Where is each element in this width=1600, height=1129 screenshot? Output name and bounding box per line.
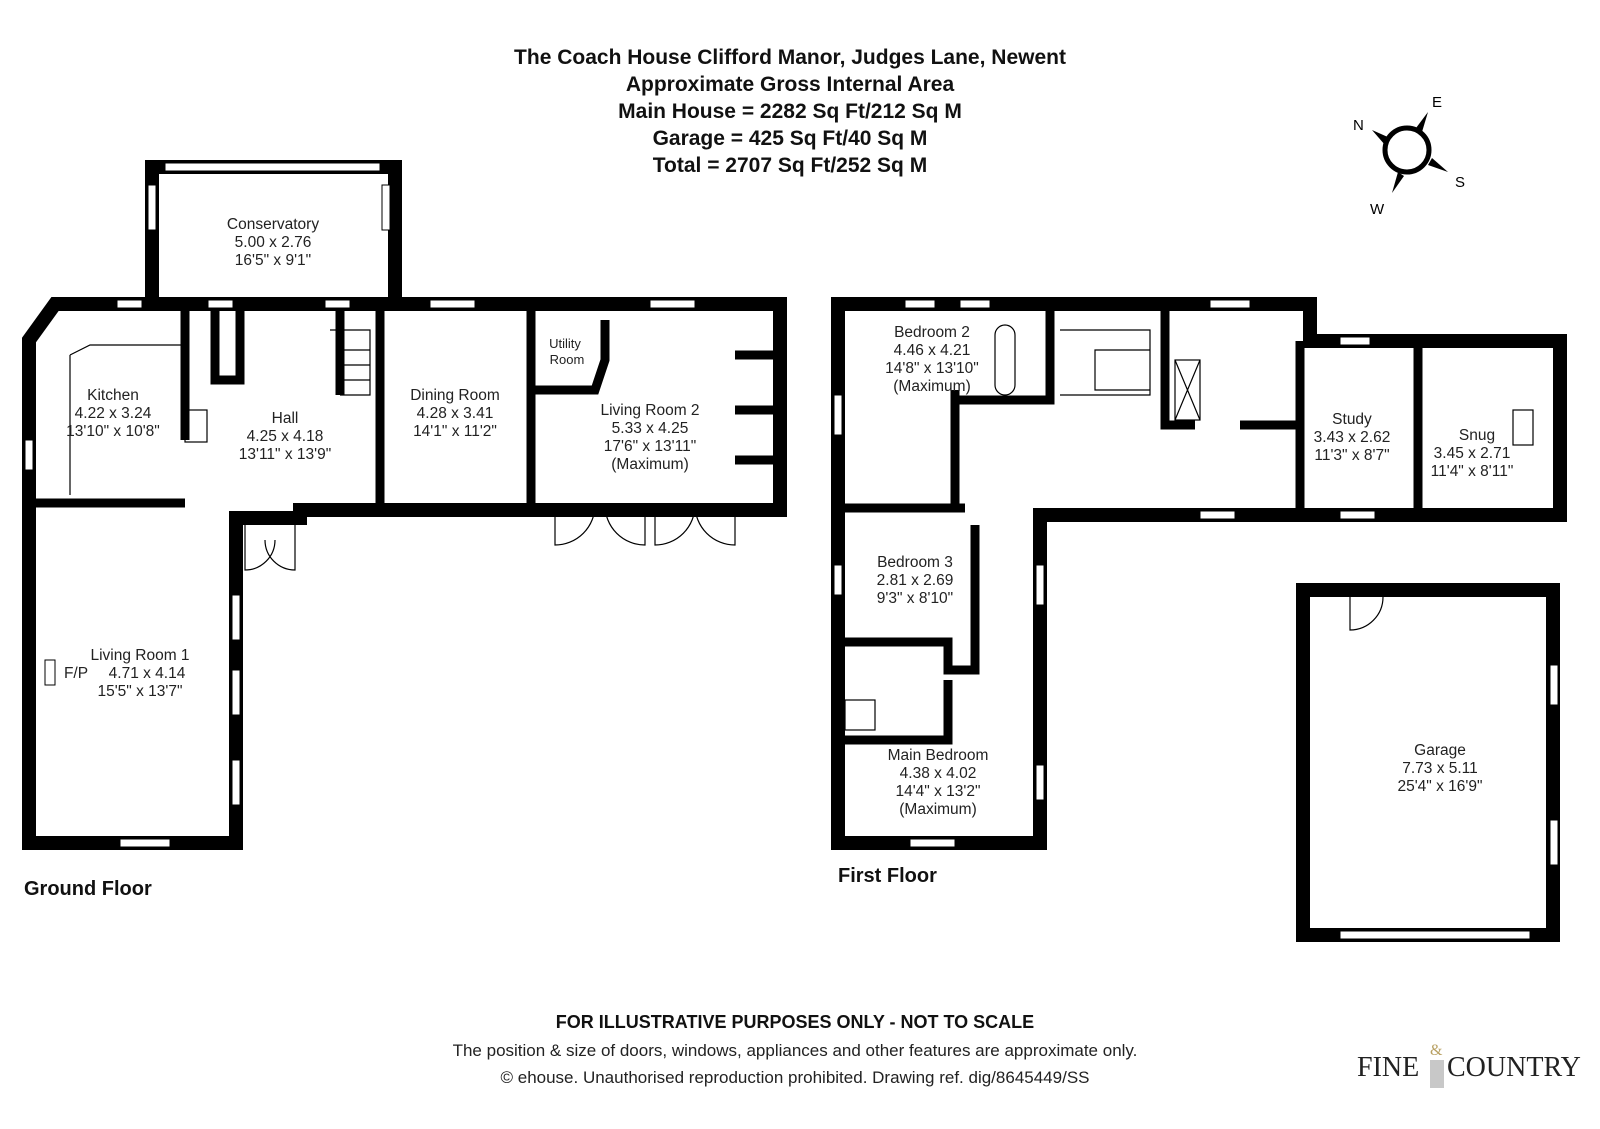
room-imperial: 14'8" x 13'10" (885, 360, 979, 377)
main-house-area: Main House = 2282 Sq Ft/212 Sq M (618, 100, 962, 123)
room-garage: Garage 7.73 x 5.11 25'4" x 16'9" (1397, 742, 1482, 795)
room-bedroom-3: Bedroom 3 2.81 x 2.69 9'3" x 8'10" (877, 554, 954, 607)
room-name: Room (550, 352, 585, 367)
room-name: Main Bedroom (888, 747, 989, 764)
room-imperial: 25'4" x 16'9" (1397, 778, 1482, 795)
room-kitchen: Kitchen 4.22 x 3.24 13'10" x 10'8" (66, 387, 160, 440)
compass-w: W (1370, 201, 1385, 218)
room-main-bedroom: Main Bedroom 4.38 x 4.02 14'4" x 13'2" (… (888, 747, 989, 818)
room-imperial: 14'4" x 13'2" (895, 783, 980, 800)
room-name: Bedroom 2 (894, 324, 970, 341)
room-imperial: 13'11" x 13'9" (239, 446, 331, 463)
room-metric: 4.25 x 4.18 (247, 428, 324, 445)
room-name: Utility (549, 336, 581, 351)
room-name: Conservatory (227, 216, 319, 233)
room-imperial: 13'10" x 10'8" (66, 423, 160, 440)
room-metric: 7.73 x 5.11 (1402, 760, 1478, 777)
property-title: The Coach House Clifford Manor, Judges L… (514, 46, 1066, 69)
logo-ampersand: & (1430, 1042, 1443, 1059)
total-area: Total = 2707 Sq Ft/252 Sq M (653, 154, 927, 177)
room-dining: Dining Room 4.28 x 3.41 14'1" x 11'2" (410, 387, 500, 440)
room-metric: 4.38 x 4.02 (900, 765, 977, 782)
room-metric: 3.45 x 2.71 (1434, 445, 1511, 462)
room-name: Living Room 2 (600, 402, 699, 419)
copyright: © ehouse. Unauthorised reproduction proh… (500, 1068, 1089, 1087)
compass-s: S (1455, 174, 1465, 191)
room-name: Hall (272, 410, 299, 427)
disclaimer: FOR ILLUSTRATIVE PURPOSES ONLY - NOT TO … (556, 1012, 1034, 1032)
room-metric: 5.33 x 4.25 (612, 420, 689, 437)
first-floor-walls (831, 297, 1567, 850)
logo-text-right: COUNTRY (1447, 1052, 1581, 1083)
room-name: Living Room 1 (90, 647, 189, 664)
garage-walls (1296, 583, 1560, 942)
room-imperial: 16'5" x 9'1" (235, 252, 311, 269)
fireplace-label: F/P (64, 665, 88, 682)
room-imperial: 14'1" x 11'2" (413, 423, 497, 440)
first-floor-label: First Floor (838, 865, 937, 887)
compass-e: E (1432, 94, 1442, 111)
room-note: (Maximum) (893, 378, 971, 395)
ground-floor-walls (22, 160, 787, 850)
room-imperial: 17'6" x 13'11" (604, 438, 696, 455)
room-snug: Snug 3.45 x 2.71 11'4" x 8'11" (1431, 427, 1514, 480)
fine-country-logo: FINE & COUNTRY (1357, 1042, 1581, 1088)
pillar-icon (1430, 1060, 1444, 1088)
room-metric: 3.43 x 2.62 (1314, 429, 1391, 446)
room-note: (Maximum) (611, 456, 689, 473)
room-imperial: 11'4" x 8'11" (1431, 463, 1514, 480)
room-conservatory: Conservatory 5.00 x 2.76 16'5" x 9'1" (227, 216, 319, 269)
area-subtitle: Approximate Gross Internal Area (626, 73, 955, 96)
room-name: Bedroom 3 (877, 554, 953, 571)
logo-text-left: FINE (1357, 1052, 1419, 1083)
compass-n: N (1353, 117, 1364, 134)
room-imperial: 15'5" x 13'7" (97, 683, 182, 700)
room-bedroom-2: Bedroom 2 4.46 x 4.21 14'8" x 13'10" (Ma… (885, 324, 979, 395)
room-imperial: 11'3" x 8'7" (1314, 447, 1389, 464)
header: The Coach House Clifford Manor, Judges L… (514, 46, 1066, 177)
garage-area: Garage = 425 Sq Ft/40 Sq M (653, 127, 928, 150)
footer: FOR ILLUSTRATIVE PURPOSES ONLY - NOT TO … (453, 1012, 1138, 1087)
room-living-2: Living Room 2 5.33 x 4.25 17'6" x 13'11"… (600, 402, 699, 473)
room-name: Dining Room (410, 387, 500, 404)
room-name: Study (1332, 411, 1372, 428)
room-metric: 4.28 x 3.41 (417, 405, 494, 422)
compass-icon: N E S W (1353, 94, 1465, 218)
room-metric: 2.81 x 2.69 (877, 572, 954, 589)
room-living-1: Living Room 1 F/P 4.71 x 4.14 15'5" x 13… (64, 647, 190, 700)
room-name: Snug (1459, 427, 1495, 444)
room-metric: 4.22 x 3.24 (75, 405, 152, 422)
room-metric: 5.00 x 2.76 (235, 234, 312, 251)
room-metric: 4.46 x 4.21 (894, 342, 971, 359)
room-name: Kitchen (87, 387, 139, 404)
room-name: Garage (1414, 742, 1466, 759)
ground-floor-label: Ground Floor (24, 878, 152, 900)
room-note: (Maximum) (899, 801, 977, 818)
room-hall: Hall 4.25 x 4.18 13'11" x 13'9" (239, 410, 331, 463)
room-study: Study 3.43 x 2.62 11'3" x 8'7" (1314, 411, 1391, 464)
room-imperial: 9'3" x 8'10" (877, 590, 953, 607)
room-utility: Utility Room (549, 336, 584, 367)
room-metric: 4.71 x 4.14 (109, 665, 186, 682)
features-note: The position & size of doors, windows, a… (453, 1041, 1138, 1060)
